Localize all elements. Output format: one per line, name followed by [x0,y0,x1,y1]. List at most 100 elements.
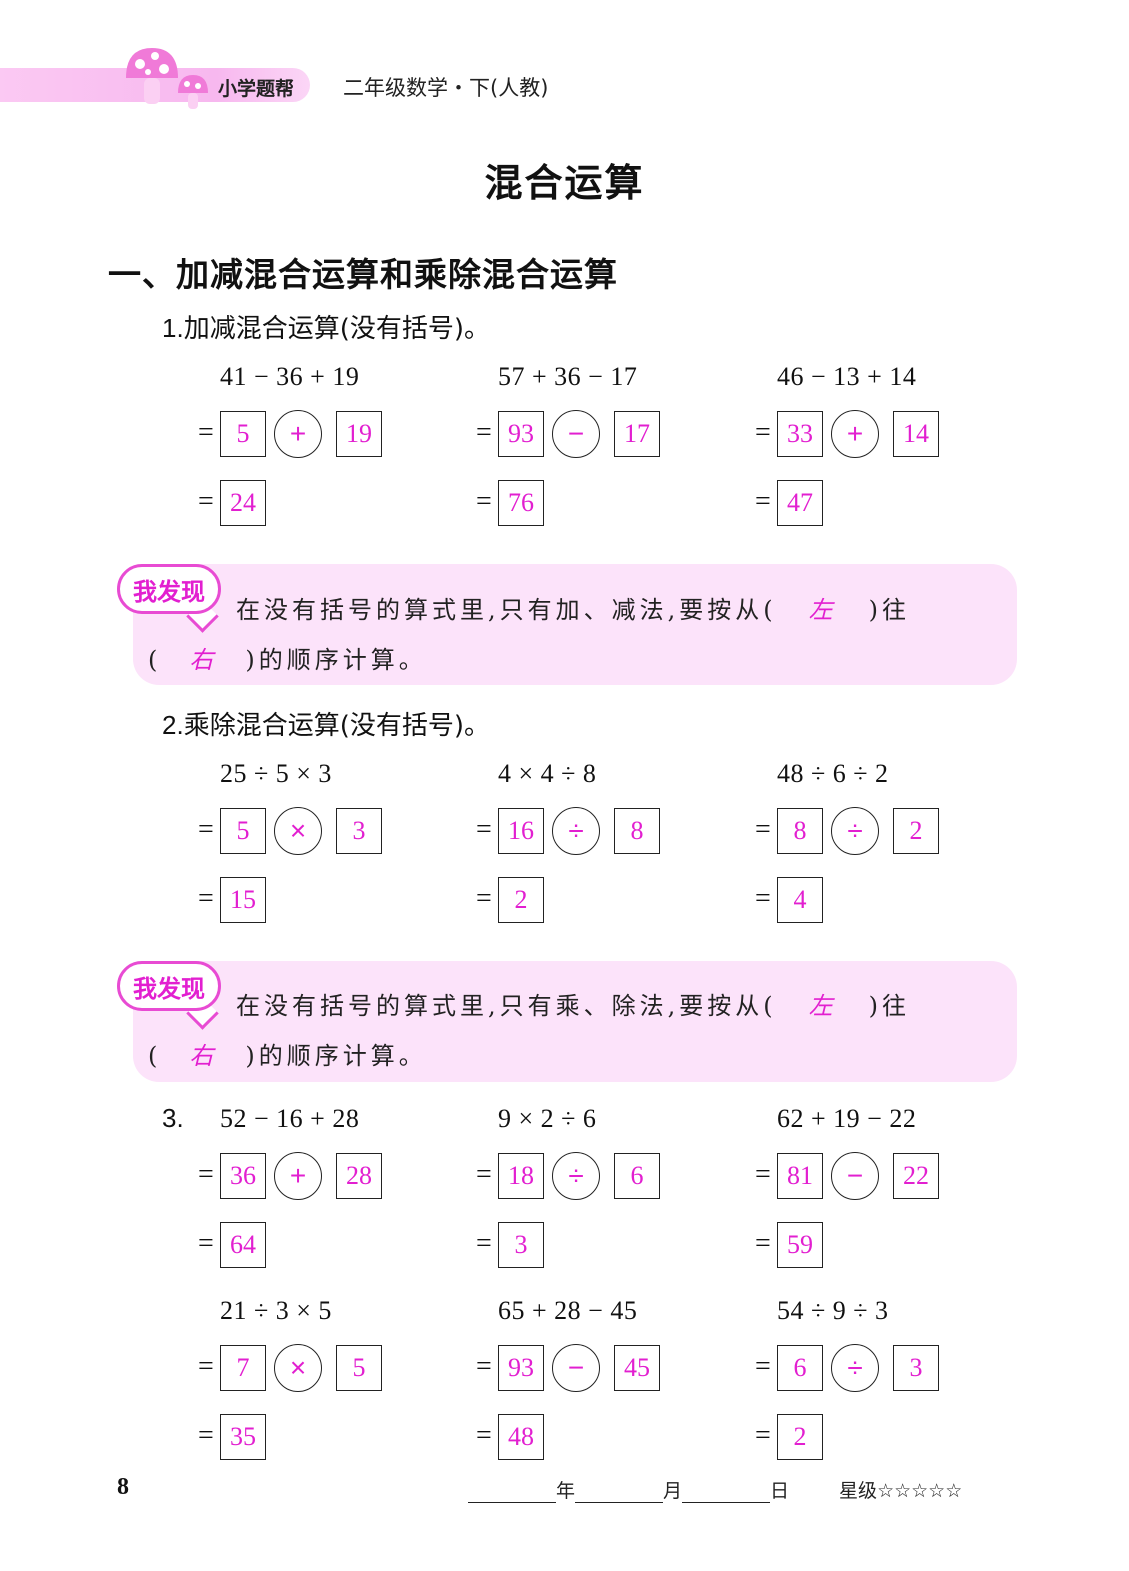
discover2-answer-left: 左 [808,992,837,1020]
result-box[interactable]: 59 [777,1222,823,1268]
operator-circle[interactable]: × [274,807,322,855]
answer-box-second[interactable]: 22 [893,1153,939,1199]
answer-box-first[interactable]: 93 [498,411,544,457]
expression: 52 − 16 + 28 [220,1104,360,1133]
answer-box-first[interactable]: 16 [498,808,544,854]
answer-box-first[interactable]: 36 [220,1153,266,1199]
operator-circle[interactable]: − [831,1152,879,1200]
result-box[interactable]: 48 [498,1414,544,1460]
discover1-text-b: )往 [868,596,910,624]
discover-panel-1 [133,564,1017,685]
result-box[interactable]: 4 [777,877,823,923]
discover2-text-a: 在没有括号的算式里,只有乘、除法,要按从( [236,992,777,1020]
discover2-paren: ( [148,1042,162,1070]
part1-number: 1. [162,313,184,343]
equals-sign: = [476,814,492,845]
expression: 62 + 19 − 22 [777,1104,917,1133]
operator-circle[interactable]: + [274,410,322,458]
operator-circle[interactable]: − [552,410,600,458]
answer-box-first[interactable]: 6 [777,1345,823,1391]
date-rating-footer: 年月日星级☆☆☆☆☆ [468,1476,962,1503]
answer-box-first[interactable]: 81 [777,1153,823,1199]
expression: 9 × 2 ÷ 6 [498,1104,597,1133]
equals-sign: = [198,1228,214,1259]
equals-sign: = [198,883,214,914]
operator-circle[interactable]: ÷ [831,1344,879,1392]
operator-circle[interactable]: ÷ [552,1152,600,1200]
month-label: 月 [663,1480,683,1502]
discover1-answer-right: 右 [189,646,218,674]
answer-box-second[interactable]: 3 [893,1345,939,1391]
mushroom-icon [126,48,178,104]
answer-box-second[interactable]: 5 [336,1345,382,1391]
result-box[interactable]: 35 [220,1414,266,1460]
equals-sign: = [476,1420,492,1451]
result-box[interactable]: 76 [498,480,544,526]
page-number: 8 [117,1474,129,1500]
rating-label: 星级 [839,1480,878,1502]
answer-box-first[interactable]: 93 [498,1345,544,1391]
answer-box-first[interactable]: 8 [777,808,823,854]
expression: 54 ÷ 9 ÷ 3 [777,1296,889,1325]
equals-sign: = [198,814,214,845]
answer-box-second[interactable]: 19 [336,411,382,457]
answer-box-second[interactable]: 45 [614,1345,660,1391]
operator-circle[interactable]: ÷ [552,807,600,855]
answer-box-second[interactable]: 3 [336,808,382,854]
equals-sign: = [755,1159,771,1190]
discover-badge-2: 我发现 [117,961,221,1011]
section-heading: 一、加减混合运算和乘除混合运算 [108,255,618,294]
mushroom-small-icon [178,75,208,109]
operator-circle[interactable]: × [274,1344,322,1392]
answer-box-second[interactable]: 14 [893,411,939,457]
discover1-paren: ( [148,646,162,674]
operator-circle[interactable]: + [274,1152,322,1200]
equals-sign: = [476,1228,492,1259]
rating-stars[interactable]: ☆☆☆☆☆ [877,1480,963,1502]
part3-number: 3. [162,1103,184,1133]
discover-badge-1: 我发现 [117,564,221,614]
equals-sign: = [476,1351,492,1382]
answer-box-second[interactable]: 2 [893,808,939,854]
equals-sign: = [755,417,771,448]
answer-box-second[interactable]: 8 [614,808,660,854]
part1-heading: 1.加减混合运算(没有括号)。 [162,308,490,345]
result-box[interactable]: 2 [498,877,544,923]
part1-title: 加减混合运算(没有括号)。 [183,314,490,344]
discover2-line1: 在没有括号的算式里,只有乘、除法,要按从( 左 )往 [236,986,910,1021]
answer-box-second[interactable]: 17 [614,411,660,457]
equals-sign: = [755,883,771,914]
operator-circle[interactable]: − [552,1344,600,1392]
discover1-answer-left: 左 [808,596,837,624]
result-box[interactable]: 3 [498,1222,544,1268]
answer-box-first[interactable]: 18 [498,1153,544,1199]
answer-box-first[interactable]: 7 [220,1345,266,1391]
expression: 46 − 13 + 14 [777,362,917,391]
result-box[interactable]: 24 [220,480,266,526]
part2-number: 2. [162,710,184,740]
equals-sign: = [755,814,771,845]
part3-heading: 3. [162,1103,184,1134]
operator-circle[interactable]: ÷ [831,807,879,855]
month-blank[interactable] [575,1484,664,1503]
answer-box-second[interactable]: 6 [614,1153,660,1199]
answer-box-second[interactable]: 28 [336,1153,382,1199]
discover2-text-b: )往 [868,992,910,1020]
part2-title: 乘除混合运算(没有括号)。 [183,711,490,741]
equals-sign: = [198,486,214,517]
day-blank[interactable] [682,1484,771,1503]
answer-box-first[interactable]: 5 [220,808,266,854]
answer-box-first[interactable]: 33 [777,411,823,457]
equals-sign: = [476,883,492,914]
discover1-text-c: )的顺序计算。 [245,646,427,674]
year-blank[interactable] [468,1484,556,1503]
result-box[interactable]: 64 [220,1222,266,1268]
operator-circle[interactable]: + [831,410,879,458]
expression: 25 ÷ 5 × 3 [220,759,332,788]
equals-sign: = [198,1159,214,1190]
result-box[interactable]: 15 [220,877,266,923]
result-box[interactable]: 47 [777,480,823,526]
result-box[interactable]: 2 [777,1414,823,1460]
equals-sign: = [755,486,771,517]
answer-box-first[interactable]: 5 [220,411,266,457]
